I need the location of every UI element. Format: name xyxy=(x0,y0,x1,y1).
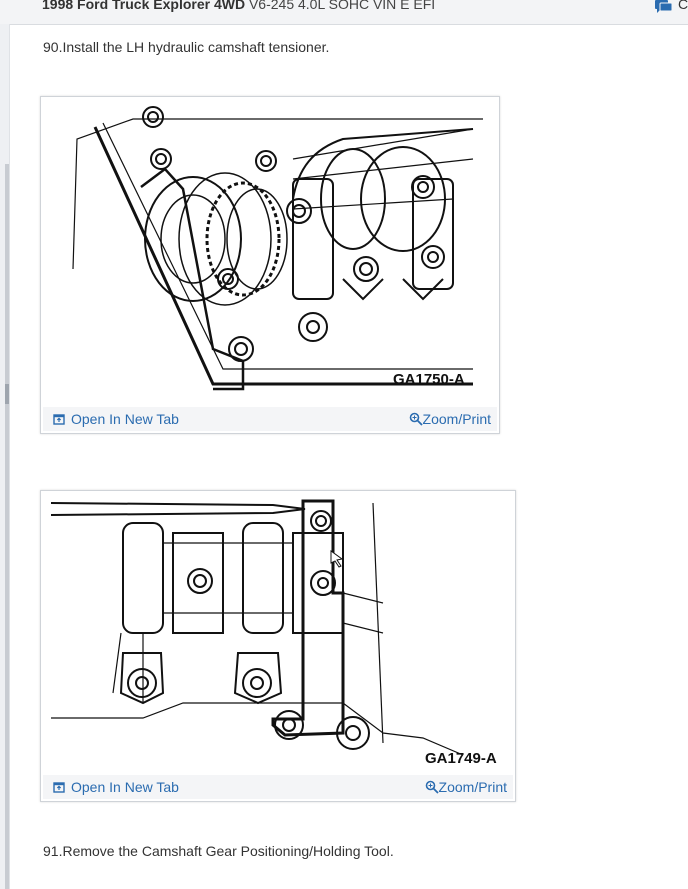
open-in-new-tab-link[interactable]: Open In New Tab xyxy=(71,411,179,427)
chat-icon[interactable] xyxy=(654,0,674,15)
step-90-text: 90.Install the LH hydraulic camshaft ten… xyxy=(43,39,330,55)
figure-ga1750: GA1750-A Open In New Tab Zoom/Print xyxy=(40,96,500,434)
open-in-new-tab-icon[interactable] xyxy=(53,781,65,793)
figure-ga1749: GA1749-A Open In New Tab Zoom/Print xyxy=(40,490,516,802)
open-in-new-tab-icon[interactable] xyxy=(53,413,65,425)
figure-label: GA1749-A xyxy=(425,750,497,767)
step-91-text: 91.Remove the Camshaft Gear Positioning/… xyxy=(43,843,394,859)
zoom-print-link[interactable]: Zoom/Print xyxy=(409,411,491,427)
page-title: 1998 Ford Truck Explorer 4WD V6-245 4.0L… xyxy=(42,0,435,12)
zoom-print-label[interactable]: Zoom/Print xyxy=(438,779,507,795)
camshaft-holding-tool-illustration[interactable]: GA1749-A xyxy=(43,493,513,771)
magnifier-icon[interactable] xyxy=(409,412,423,426)
vehicle-title: 1998 Ford Truck Explorer 4WD xyxy=(42,0,246,12)
zoom-print-link[interactable]: Zoom/Print xyxy=(425,779,507,795)
figure-label: GA1750-A xyxy=(393,371,465,388)
figure-footer: Open In New Tab Zoom/Print xyxy=(43,407,497,431)
left-scroll-gutter xyxy=(0,24,10,889)
scroll-thumb[interactable] xyxy=(5,384,9,404)
scroll-track[interactable] xyxy=(5,164,9,889)
magnifier-icon[interactable] xyxy=(425,780,439,794)
zoom-print-label[interactable]: Zoom/Print xyxy=(422,411,491,427)
camshaft-tensioner-illustration[interactable]: GA1750-A xyxy=(43,99,497,403)
engine-subtitle: V6-245 4.0L SOHC VIN E EFI xyxy=(248,0,436,12)
chat-label[interactable]: C xyxy=(678,0,688,12)
open-in-new-tab-link[interactable]: Open In New Tab xyxy=(71,779,179,795)
figure-footer: Open In New Tab Zoom/Print xyxy=(43,775,513,799)
top-bar: 1998 Ford Truck Explorer 4WD V6-245 4.0L… xyxy=(0,0,688,25)
